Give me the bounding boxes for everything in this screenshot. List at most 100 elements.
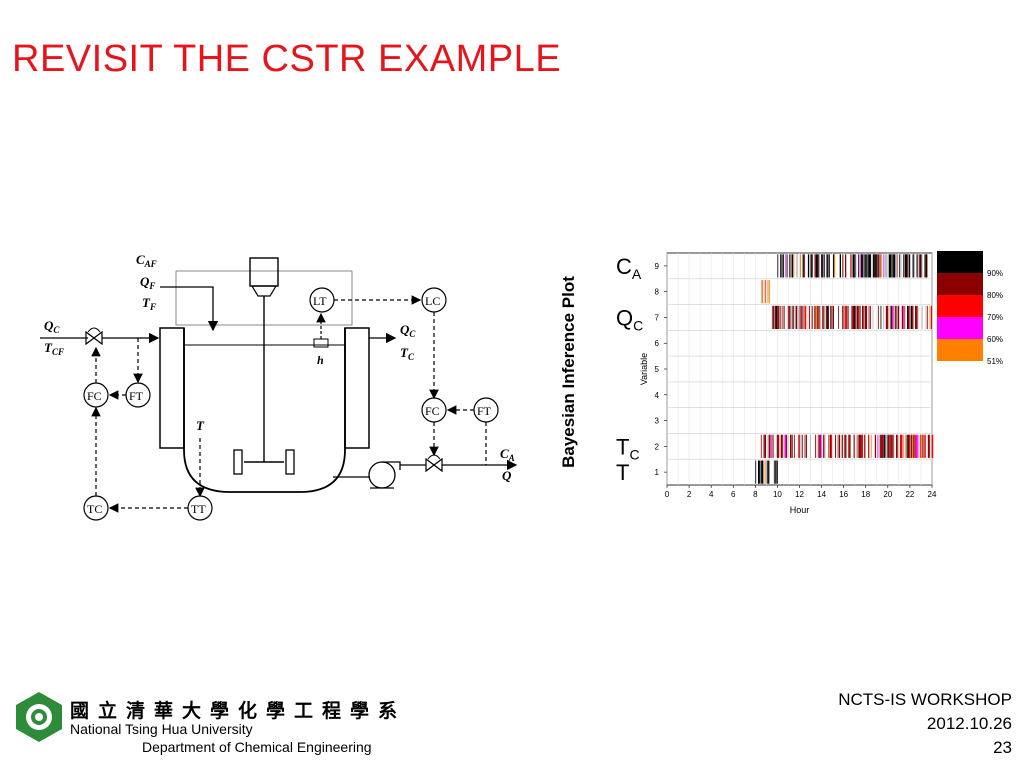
heatmap-stripe [799, 305, 801, 330]
y-axis-label: Variable [639, 353, 649, 385]
heatmap-stripe [862, 254, 864, 278]
heatmap-stripe [814, 254, 816, 278]
footer-info: NCTS-IS WORKSHOP 2012.10.26 23 [838, 688, 1012, 760]
slide-title: REVISIT THE CSTR EXAMPLE [12, 38, 562, 80]
heatmap-stripe [917, 305, 919, 330]
heatmap-stripe [762, 280, 764, 304]
x-tick-label: 0 [665, 490, 670, 499]
y-tick-label: 7 [655, 313, 660, 322]
heatmap-stripe [773, 460, 775, 484]
jacket-right [344, 327, 370, 449]
heatmap-stripe [795, 305, 798, 330]
heatmap-stripe [927, 254, 928, 278]
heatmap-stripe [791, 434, 793, 458]
heatmap-stripe [805, 305, 807, 330]
heatmap-stripe [777, 254, 779, 278]
heatmap-stripe [801, 434, 803, 458]
svg-text:TC: TC [87, 502, 102, 516]
heatmap-stripe [880, 305, 882, 330]
heatmap-stripe [760, 280, 763, 304]
heatmap-stripe [905, 254, 908, 278]
label-tf: TF [142, 295, 156, 312]
heatmap-stripe [775, 305, 778, 330]
heatmap-stripe [767, 460, 769, 484]
heatmap-stripe [868, 254, 871, 278]
heatmap-stripe [839, 254, 842, 278]
level-sensor [313, 338, 329, 348]
heatmap-stripe [817, 254, 819, 278]
heatmap-stripe [870, 434, 872, 458]
label-tcf: TCF [44, 340, 64, 357]
x-tick-label: 12 [795, 490, 804, 499]
heatmap-stripe [884, 254, 887, 278]
heatmap-stripe [908, 305, 910, 330]
heatmap-stripe [926, 305, 928, 330]
heatmap-stripe [917, 254, 919, 278]
heatmap-stripe [807, 305, 809, 330]
heatmap-stripe [781, 305, 782, 330]
heatmap-stripe [905, 434, 907, 458]
heatmap-stripe [804, 434, 806, 458]
heatmap-stripe [903, 254, 905, 278]
heatmap-stripe [781, 254, 783, 278]
x-tick-label: 18 [861, 490, 870, 499]
heatmap-stripe [819, 434, 821, 458]
variable-label: T [616, 460, 629, 485]
heatmap-stripe [886, 434, 888, 458]
heatmap-stripe [834, 254, 836, 278]
svg-text:FT: FT [129, 389, 144, 403]
reactor-vessel [183, 328, 346, 493]
heatmap-stripe [897, 434, 899, 458]
heatmap-stripe [897, 305, 900, 330]
heatmap-stripe [893, 434, 895, 458]
heatmap-stripe [774, 305, 776, 330]
heatmap-stripe [913, 434, 915, 458]
heatmap-stripe [780, 254, 781, 278]
y-tick-label: 5 [655, 365, 660, 374]
x-axis-label: Hour [790, 505, 810, 515]
heatmap-stripe [830, 305, 832, 330]
heatmap-stripe [793, 434, 795, 458]
department-name: Department of Chemical Engineering [142, 739, 372, 755]
heatmap-stripe [921, 254, 923, 278]
variable-label: QC [616, 305, 643, 333]
heatmap-stripe [837, 434, 839, 458]
heatmap-stripe [833, 254, 835, 278]
x-tick-label: 8 [753, 490, 758, 499]
heatmap-stripe [859, 305, 861, 330]
heatmap-stripe [874, 254, 876, 278]
heatmap-stripe [885, 305, 888, 330]
x-tick-label: 6 [731, 490, 736, 499]
heatmap-stripe [925, 305, 927, 330]
heatmap-stripe [797, 254, 799, 278]
legend-label: 60% [987, 335, 1003, 344]
heatmap-stripe [847, 305, 849, 330]
svg-text:FT: FT [477, 404, 492, 418]
heatmap-stripe [802, 254, 804, 278]
heatmap-stripe [903, 305, 904, 330]
heatmap-stripe [861, 305, 864, 330]
heatmap-stripe [878, 434, 880, 458]
legend-label: 90% [987, 269, 1003, 278]
heatmap-stripe [899, 254, 901, 278]
heatmap-stripe [793, 254, 795, 278]
legend-label: 80% [987, 291, 1003, 300]
heatmap-stripe [760, 460, 762, 484]
heatmap-stripe [772, 434, 774, 458]
heatmap-stripe [852, 254, 855, 278]
heatmap-stripe [776, 460, 778, 484]
heatmap-stripe [888, 434, 890, 458]
heatmap-stripe [818, 254, 820, 278]
heatmap-stripe [921, 305, 923, 330]
heatmap-stripe [910, 434, 913, 458]
heatmap-stripe [768, 280, 770, 304]
heatmap-stripe [844, 305, 846, 330]
heatmap-stripe [909, 305, 911, 330]
heatmap-stripe [889, 434, 891, 458]
heatmap-stripe [800, 434, 802, 458]
heatmap-stripe [860, 254, 863, 278]
legend-swatch [937, 273, 983, 295]
heatmap-stripe [842, 254, 844, 278]
heatmap-stripe [856, 434, 858, 458]
heatmap-stripe [920, 254, 922, 278]
